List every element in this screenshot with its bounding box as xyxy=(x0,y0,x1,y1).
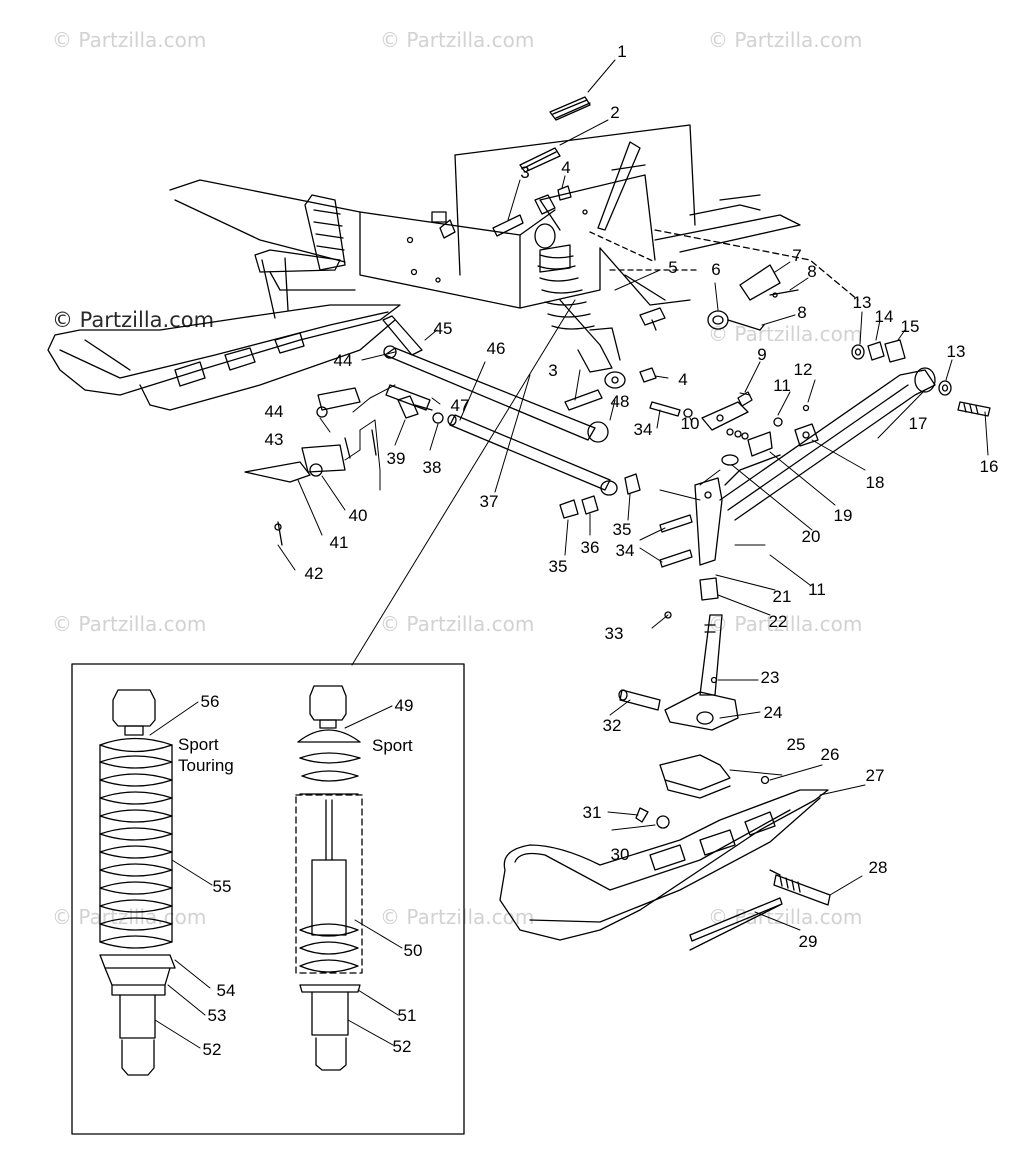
watermark: © Partzilla.com xyxy=(708,322,863,346)
callout-13b: 13 xyxy=(946,342,966,361)
callout-15: 15 xyxy=(900,317,920,336)
callout-20: 20 xyxy=(801,527,821,546)
sport-touring-text: Sport Touring xyxy=(178,735,234,775)
callout-37: 37 xyxy=(479,492,499,511)
callout-5: 5 xyxy=(668,258,678,277)
callout-22: 22 xyxy=(768,612,788,631)
link-hardware xyxy=(649,391,810,440)
callout-35: 35 xyxy=(612,520,632,539)
callout-23: 23 xyxy=(760,668,780,687)
callout-30: 30 xyxy=(610,845,630,864)
callout-8: 8 xyxy=(807,262,817,281)
callout-41: 41 xyxy=(329,533,349,552)
radius-rod xyxy=(719,367,936,521)
callout-36: 36 xyxy=(580,538,600,557)
spindle-bracket-parts xyxy=(721,423,819,466)
sport-touring-label: Sport Touring xyxy=(178,734,234,776)
callout-10: 10 xyxy=(680,414,700,433)
callout-39: 39 xyxy=(386,449,406,468)
callout-24: 24 xyxy=(763,703,783,722)
callout-42: 42 xyxy=(304,564,324,583)
watermark: © Partzilla.com xyxy=(708,612,863,636)
callout-19: 19 xyxy=(833,506,853,525)
sport-label: Sport xyxy=(372,735,413,756)
main-shock-absorber xyxy=(534,223,626,389)
watermark: © Partzilla.com xyxy=(380,28,535,52)
callout-34: 34 xyxy=(633,420,653,439)
callout-51: 51 xyxy=(397,1006,417,1025)
tie-rod-end-parts xyxy=(244,315,444,546)
callout-35b: 35 xyxy=(548,557,568,576)
watermark: © Partzilla.com xyxy=(52,308,215,332)
callout-43: 43 xyxy=(264,430,284,449)
callout-53: 53 xyxy=(207,1006,227,1025)
watermark: © Partzilla.com xyxy=(52,612,207,636)
callout-2: 2 xyxy=(610,103,620,122)
callout-50: 50 xyxy=(403,941,423,960)
callout-1: 1 xyxy=(617,42,627,61)
callout-25: 25 xyxy=(786,735,806,754)
callout-6: 6 xyxy=(711,260,721,279)
callout-34b: 34 xyxy=(615,541,635,560)
callout-27: 27 xyxy=(865,766,885,785)
callout-13: 13 xyxy=(852,293,872,312)
callout-3: 3 xyxy=(520,163,530,182)
control-rods xyxy=(383,345,641,519)
callout-7: 7 xyxy=(792,246,802,265)
pivot-hardware xyxy=(851,339,991,417)
watermark: © Partzilla.com xyxy=(52,28,207,52)
callout-54: 54 xyxy=(216,981,236,1000)
leader-lines xyxy=(277,59,989,931)
callout-55: 55 xyxy=(212,877,232,896)
callout-33: 33 xyxy=(604,624,624,643)
frame-bulkhead xyxy=(359,124,859,309)
callout-44: 44 xyxy=(333,351,353,370)
callout-26: 26 xyxy=(820,745,840,764)
callout-47: 47 xyxy=(450,396,470,415)
shock-variants-inset xyxy=(71,663,465,1135)
watermark: © Partzilla.com xyxy=(380,612,535,636)
callout-12: 12 xyxy=(793,360,813,379)
watermark: © Partzilla.com xyxy=(380,905,535,929)
callout-49: 49 xyxy=(394,696,414,715)
callout-44b: 44 xyxy=(264,402,284,421)
callout-17: 17 xyxy=(908,414,928,433)
lower-shock-hardware xyxy=(564,367,657,411)
callout-40: 40 xyxy=(348,506,368,525)
callout-4b: 4 xyxy=(678,370,688,389)
callout-3b: 3 xyxy=(548,361,558,380)
watermark: © Partzilla.com xyxy=(708,28,863,52)
bolts-top xyxy=(492,96,591,237)
callout-14: 14 xyxy=(874,307,894,326)
callout-18: 18 xyxy=(865,473,885,492)
sport-touring-shock xyxy=(99,689,176,1076)
ski-assembly xyxy=(499,754,831,951)
callout-46: 46 xyxy=(486,339,506,358)
ski-spindle xyxy=(618,477,739,731)
callout-31: 31 xyxy=(582,803,602,822)
callout-16: 16 xyxy=(979,457,999,476)
callout-56: 56 xyxy=(200,692,220,711)
callout-45: 45 xyxy=(433,319,453,338)
callout-52b: 52 xyxy=(392,1037,412,1056)
callout-21: 21 xyxy=(772,587,792,606)
callout-38: 38 xyxy=(422,458,442,477)
callout-29: 29 xyxy=(798,932,818,951)
watermark: © Partzilla.com xyxy=(52,905,207,929)
callout-11: 11 xyxy=(773,376,791,395)
callout-9: 9 xyxy=(757,345,767,364)
callout-11b: 11 xyxy=(808,580,826,599)
callout-52: 52 xyxy=(202,1040,222,1059)
callout-28: 28 xyxy=(868,858,888,877)
opposite-side-assembly xyxy=(47,179,401,411)
callout-4: 4 xyxy=(561,158,571,177)
sport-text: Sport xyxy=(372,736,413,755)
callout-8b: 8 xyxy=(797,303,807,322)
shock-mount-parts xyxy=(639,264,799,331)
sport-shock xyxy=(295,685,363,1071)
callout-48: 48 xyxy=(610,392,630,411)
callout-32: 32 xyxy=(602,716,622,735)
